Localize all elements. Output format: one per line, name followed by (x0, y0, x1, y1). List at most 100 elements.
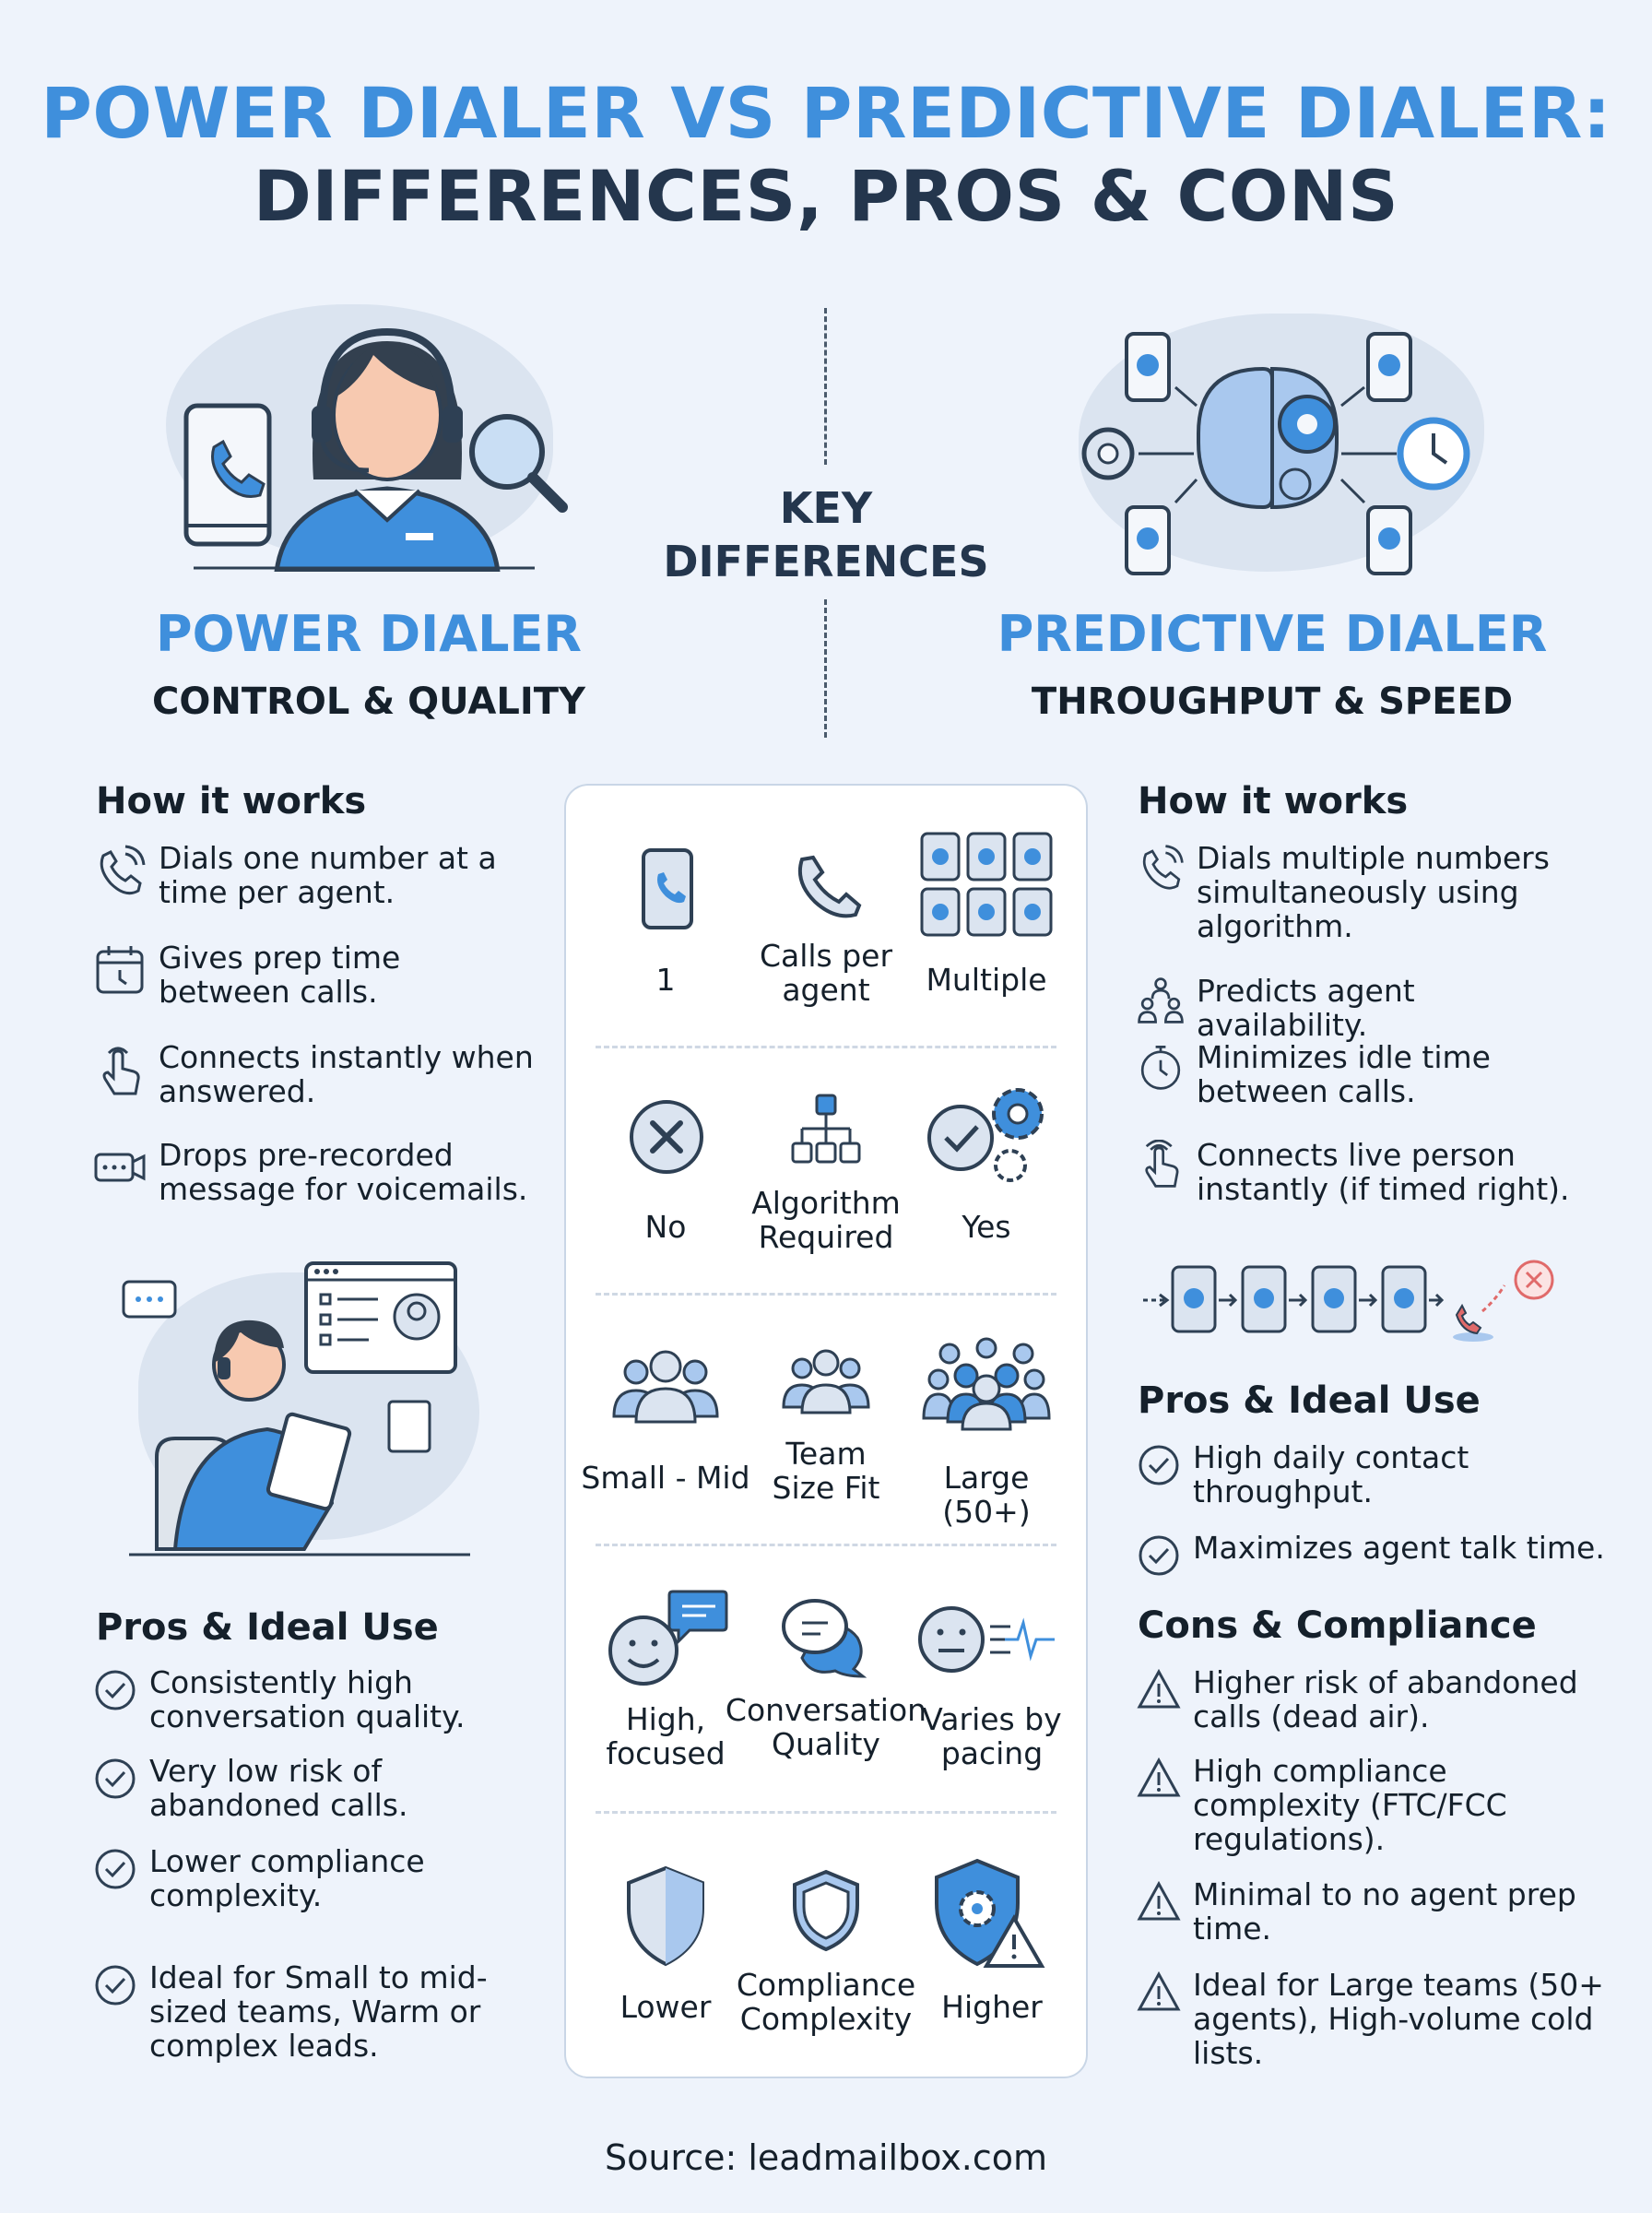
check-circle-icon (95, 1965, 136, 2006)
check-circle-icon (95, 1849, 136, 1889)
ringing-phone-icon (100, 845, 146, 895)
predictive-how-item: Dials multiple numbers simultaneously us… (1136, 841, 1578, 943)
predictive-con-item: Ideal for Large teams (50+ agents), High… (1136, 1968, 1615, 2070)
predictive-how-item: Connects live person instantly (if timed… (1136, 1138, 1578, 1206)
predictive-illustration (1060, 295, 1503, 581)
warning-icon (1137, 1880, 1181, 1921)
row4-left-value: High, focused (606, 1701, 726, 1771)
power-pro-text: Very low risk of abandoned calls. (149, 1753, 408, 1823)
shield-outline-icon (793, 1869, 859, 1952)
predictive-con-item: High compliance complexity (FTC/FCC regu… (1136, 1754, 1615, 1856)
power-pro-text: Ideal for Small to mid-sized teams, Warm… (149, 1959, 488, 2064)
power-dialer-subtitle: CONTROL & QUALITY (152, 680, 585, 723)
flowchart-icon (791, 1094, 861, 1164)
check-circle-icon (1139, 1445, 1179, 1485)
row1-label: Calls per agent (759, 938, 893, 1008)
predictive-con-text: Higher risk of abandoned calls (dead air… (1193, 1664, 1578, 1734)
power-how-item: Connects instantly when answered. (92, 1040, 535, 1108)
power-how-item: Drops pre-recorded message for voicemail… (92, 1138, 535, 1206)
power-pro-item: Consistently high conversation quality. (92, 1665, 553, 1734)
shield-icon (627, 1865, 704, 1967)
team-icon (782, 1349, 870, 1414)
main-title-line1: POWER DIALER VS PREDICTIVE DIALER: (41, 72, 1611, 154)
power-how-item: Dials one number at a time per agent. (92, 841, 535, 909)
predictive-how-text: Predicts agent availability. (1197, 973, 1415, 1043)
power-how-text: Dials one number at a time per agent. (159, 840, 497, 910)
call-sequence-icon (1143, 1260, 1554, 1342)
predictive-pro-item: Maximizes agent talk time. (1136, 1531, 1634, 1579)
check-gears-icon (927, 1088, 1044, 1182)
agents-icon (1138, 977, 1184, 1024)
power-pros-heading: Pros & Ideal Use (96, 1606, 439, 1649)
row4-label: Conversation Quality (725, 1692, 927, 1762)
power-pro-text: Consistently high conversation quality. (149, 1664, 466, 1734)
check-circle-icon (1139, 1535, 1179, 1576)
predictive-how-text: Dials multiple numbers simultaneously us… (1197, 840, 1550, 944)
predictive-con-item: Minimal to no agent prep time. (1136, 1877, 1615, 1946)
predictive-how-item: Minimizes idle time between calls. (1136, 1040, 1578, 1108)
predictive-pro-text: High daily contact throughput. (1193, 1439, 1469, 1509)
agent-illustration (157, 295, 572, 572)
power-how-text: Gives prep time between calls. (159, 940, 401, 1010)
warning-icon (1137, 1970, 1181, 2011)
row-divider (596, 1811, 1056, 1814)
power-pro-item: Very low risk of abandoned calls. (92, 1754, 553, 1822)
predictive-pro-item: High daily contact throughput. (1136, 1440, 1615, 1509)
agent-at-desk-icon (122, 1261, 470, 1556)
row5-right-value: Higher (941, 1989, 1043, 2025)
power-pro-item: Lower compliance complexity. (92, 1844, 553, 1912)
power-pro-text: Lower compliance complexity. (149, 1843, 425, 1913)
happy-chat-icon (608, 1590, 728, 1686)
warning-icon (1137, 1668, 1181, 1709)
warning-icon (1137, 1757, 1181, 1797)
source-credit: Source: leadmailbox.com (604, 2137, 1048, 2178)
row5-left-value: Lower (620, 1989, 712, 2025)
row5-label: Compliance Complexity (736, 1967, 916, 2037)
stopwatch-icon (1140, 1046, 1181, 1090)
predictive-cons-heading: Cons & Compliance (1138, 1604, 1537, 1647)
row3-label: Team Size Fit (772, 1436, 880, 1506)
predictive-con-text: Ideal for Large teams (50+ agents), High… (1193, 1967, 1604, 2071)
neutral-waveform-icon (918, 1606, 1055, 1673)
ringing-phone-icon (1142, 845, 1184, 890)
check-circle-icon (95, 1670, 136, 1710)
vertical-divider-top (824, 308, 827, 465)
calendar-icon (96, 946, 144, 994)
x-circle-icon (630, 1100, 703, 1174)
predictive-how-heading: How it works (1138, 780, 1409, 822)
row-divider (596, 1544, 1056, 1546)
predictive-pro-text: Maximizes agent talk time. (1193, 1530, 1605, 1566)
row2-label: Algorithm Required (751, 1185, 901, 1255)
key-differences-heading: KEY DIFFERENCES (663, 483, 989, 586)
tap-hand-icon (102, 1047, 140, 1095)
predictive-pros-heading: Pros & Ideal Use (1138, 1379, 1481, 1422)
power-how-text: Drops pre-recorded message for voicemail… (159, 1137, 528, 1207)
small-group-icon (612, 1350, 719, 1424)
headset-agent-icon (183, 327, 568, 572)
phone-icon (642, 848, 693, 929)
row1-left-value: 1 (655, 962, 676, 998)
predictive-con-text: High compliance complexity (FTC/FCC regu… (1193, 1753, 1507, 1857)
chat-bubbles-icon (782, 1599, 867, 1678)
voicemail-icon (94, 1153, 146, 1182)
shield-warning-icon (935, 1858, 1045, 1968)
row1-right-value: Multiple (926, 962, 1047, 998)
power-pro-item: Ideal for Small to mid-sized teams, Warm… (92, 1960, 553, 2063)
row2-left-value: No (644, 1209, 687, 1245)
predictive-how-text: Minimizes idle time between calls. (1197, 1039, 1491, 1109)
power-how-text: Connects instantly when answered. (159, 1039, 534, 1109)
row4-right-value: Varies by pacing (922, 1701, 1062, 1771)
main-title-line2: DIFFERENCES, PROS & CONS (253, 155, 1399, 237)
predictive-con-item: Higher risk of abandoned calls (dead air… (1136, 1665, 1615, 1734)
tap-hand-icon (1145, 1140, 1179, 1188)
multiple-phones-icon (920, 832, 1053, 937)
handset-icon (797, 855, 862, 918)
large-group-icon (922, 1337, 1051, 1431)
power-how-heading: How it works (96, 780, 367, 822)
row-divider (596, 1046, 1056, 1048)
row2-right-value: Yes (962, 1209, 1011, 1245)
row3-right-value: Large (50+) (942, 1460, 1031, 1530)
power-dialer-title: POWER DIALER (156, 605, 582, 663)
brain-network-icon (1081, 332, 1470, 575)
check-circle-icon (95, 1758, 136, 1799)
